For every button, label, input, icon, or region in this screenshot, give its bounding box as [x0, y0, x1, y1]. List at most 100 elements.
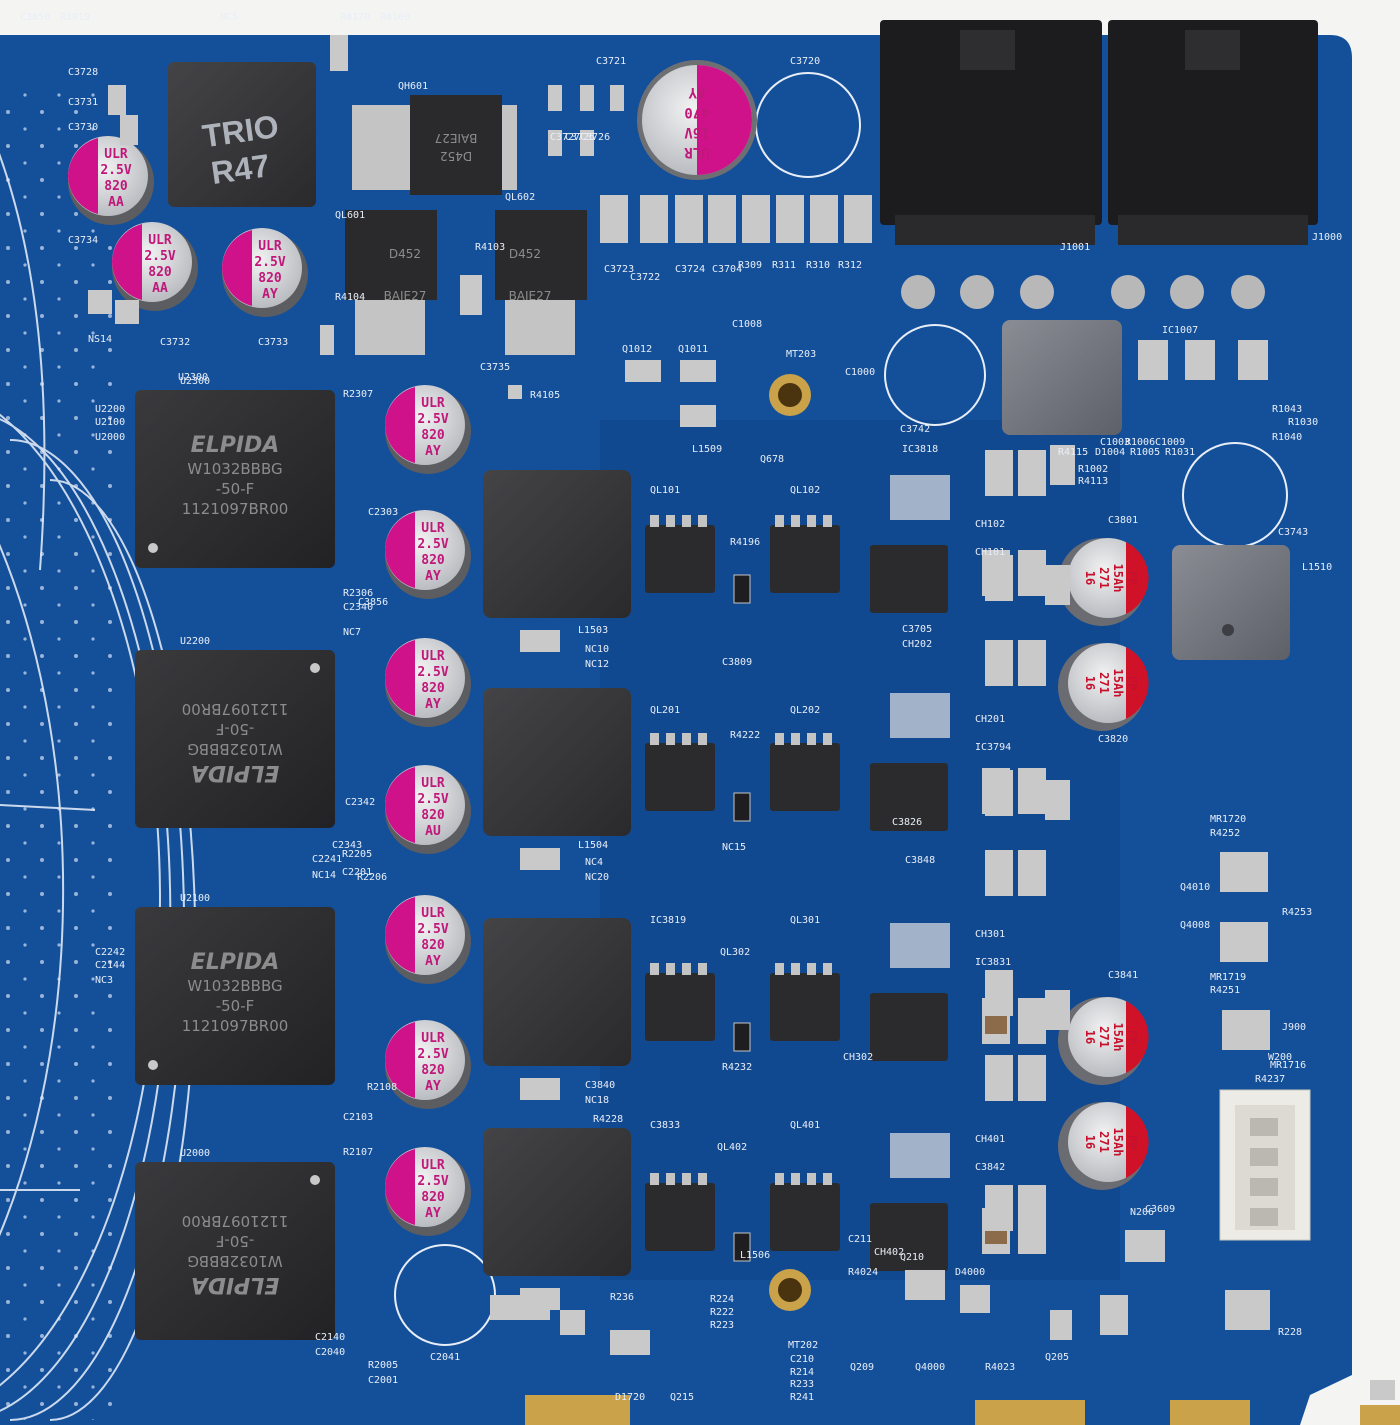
silkscreen-label: Q1012: [622, 344, 652, 355]
silkscreen-label: IC1007: [1162, 325, 1198, 336]
smd-component: [1045, 990, 1070, 1030]
smd-component: [960, 1285, 990, 1313]
memory-chip-lot: 1121097BR00: [182, 500, 289, 518]
smd-component: [1138, 340, 1168, 380]
mosfet-ql602-line1: D452: [509, 247, 541, 261]
silkscreen-label: C3848: [905, 855, 935, 866]
silkscreen-label: NC12: [585, 659, 609, 670]
silkscreen-label: R4023: [985, 1362, 1015, 1373]
silkscreen-label: C2342: [345, 797, 375, 808]
silkscreen-label: QL401: [790, 1120, 820, 1131]
silkscreen-label: C3850: [20, 12, 50, 23]
silkscreen-label: QH601: [398, 81, 428, 92]
ulr-capacitor-label: ULR: [421, 776, 445, 791]
grey-choke-l1509: [1002, 320, 1122, 435]
fp-capacitor-label: FP: [1125, 1135, 1139, 1149]
via-field: [0, 80, 125, 1420]
silkscreen-label: C1009: [1155, 437, 1185, 448]
silkscreen-label: C3726: [580, 132, 610, 143]
memory-chip-lot: 1121097BR00: [182, 1212, 289, 1230]
smd-component: [548, 130, 562, 156]
silkscreen-label: R4113: [1078, 476, 1108, 487]
silkscreen-label: R4251: [1210, 985, 1240, 996]
smd-component: [905, 1270, 945, 1300]
silkscreen-label: C3609: [1145, 1204, 1175, 1215]
memory-chip-designator: U2300: [180, 376, 210, 387]
silkscreen-label: C3732: [160, 337, 190, 348]
silkscreen-label: J1000: [1312, 232, 1342, 243]
silkscreen-label: C2041: [430, 1352, 460, 1363]
gold-edge: [1360, 1405, 1400, 1425]
memory-chip-speed: -50-F: [216, 720, 255, 738]
silkscreen-label: NC5: [220, 12, 238, 23]
silkscreen-label: R4222: [730, 730, 760, 741]
silkscreen-label: R233: [790, 1379, 814, 1390]
smd-component: [640, 195, 668, 243]
silkscreen-label: IC3819: [650, 915, 686, 926]
silkscreen-label: C3727: [550, 132, 580, 143]
silkscreen-label: R222: [710, 1307, 734, 1318]
silkscreen-label: C3809: [722, 657, 752, 668]
ulr-capacitor-label: AY: [425, 569, 441, 584]
silkscreen-label: C211: [848, 1234, 872, 1245]
smd-component: [1018, 640, 1046, 686]
ulr-capacitor-label: 820: [421, 553, 445, 568]
smd-component: [115, 300, 139, 324]
silkscreen-label: NC14: [312, 870, 336, 881]
silkscreen-label: R1043: [1272, 404, 1302, 415]
fp-capacitor-label: FP: [1125, 1030, 1139, 1044]
smd-component: [680, 360, 716, 382]
silkscreen-label: R4253: [1282, 907, 1312, 918]
silkscreen-label: R4228: [593, 1114, 623, 1125]
silkscreen-label: C3842: [975, 1162, 1005, 1173]
gold-edge: [1170, 1400, 1250, 1425]
silkscreen-label: R228: [1278, 1327, 1302, 1338]
smd-component: [1185, 340, 1215, 380]
smd-component: [985, 770, 1013, 816]
memory-chip-lot: 1121097BR00: [182, 1017, 289, 1035]
silkscreen-label: MT202: [788, 1340, 818, 1351]
mounting-hole-mt202: [769, 1269, 811, 1311]
ulr-capacitor-label: ULR: [421, 906, 445, 921]
silkscreen-label: R2206: [357, 872, 387, 883]
smd-component: [985, 850, 1013, 896]
ulr-capacitor-label: AY: [425, 697, 441, 712]
vrm-phase-1: [483, 470, 1046, 652]
silkscreen-label: C1003: [1100, 437, 1130, 448]
silkscreen-label: C2144: [95, 960, 125, 971]
smd-components: [88, 35, 1395, 1400]
silkscreen-label: D4000: [955, 1267, 985, 1278]
ulr-capacitor-label: 2.5V: [417, 792, 448, 807]
silkscreen-label: C1008: [732, 319, 762, 330]
vrm-phase-4: [483, 1128, 1046, 1310]
ulr-capacitor-label: ULR: [258, 239, 282, 254]
memory-chip-part: W1032BBBG: [187, 977, 282, 995]
silkscreen-label: CH302: [843, 1052, 873, 1063]
smd-component: [708, 195, 736, 243]
silkscreen-label: IC3818: [902, 444, 938, 455]
smd-component: [1050, 1310, 1072, 1340]
smd-component: [610, 85, 624, 111]
silkscreen-label: C3731: [68, 97, 98, 108]
silkscreen-label: QL201: [650, 705, 680, 716]
fp-capacitor-label: 16: [1083, 676, 1097, 690]
gold-edge: [525, 1395, 630, 1425]
silkscreen-label: R214: [790, 1367, 814, 1378]
ulr-capacitor-label: 820: [104, 179, 128, 194]
inductor-trio-r47: TRIO R47: [168, 62, 316, 207]
silkscreen-label: R2107: [343, 1147, 373, 1158]
silkscreen-label: QL202: [790, 705, 820, 716]
silkscreen-label: R1005: [1130, 447, 1160, 458]
ulr-capacitor-label: AY: [425, 954, 441, 969]
ulr-capacitor-label: ULR: [148, 233, 172, 248]
silkscreen-label: Q210: [900, 1252, 924, 1263]
silkscreen-label: Q678: [760, 454, 784, 465]
silkscreen-label: C3704: [712, 264, 742, 275]
silkscreen-label: C3730: [68, 122, 98, 133]
silkscreen-label: L1510: [1302, 562, 1332, 573]
silkscreen-label: CH102: [975, 519, 1005, 530]
